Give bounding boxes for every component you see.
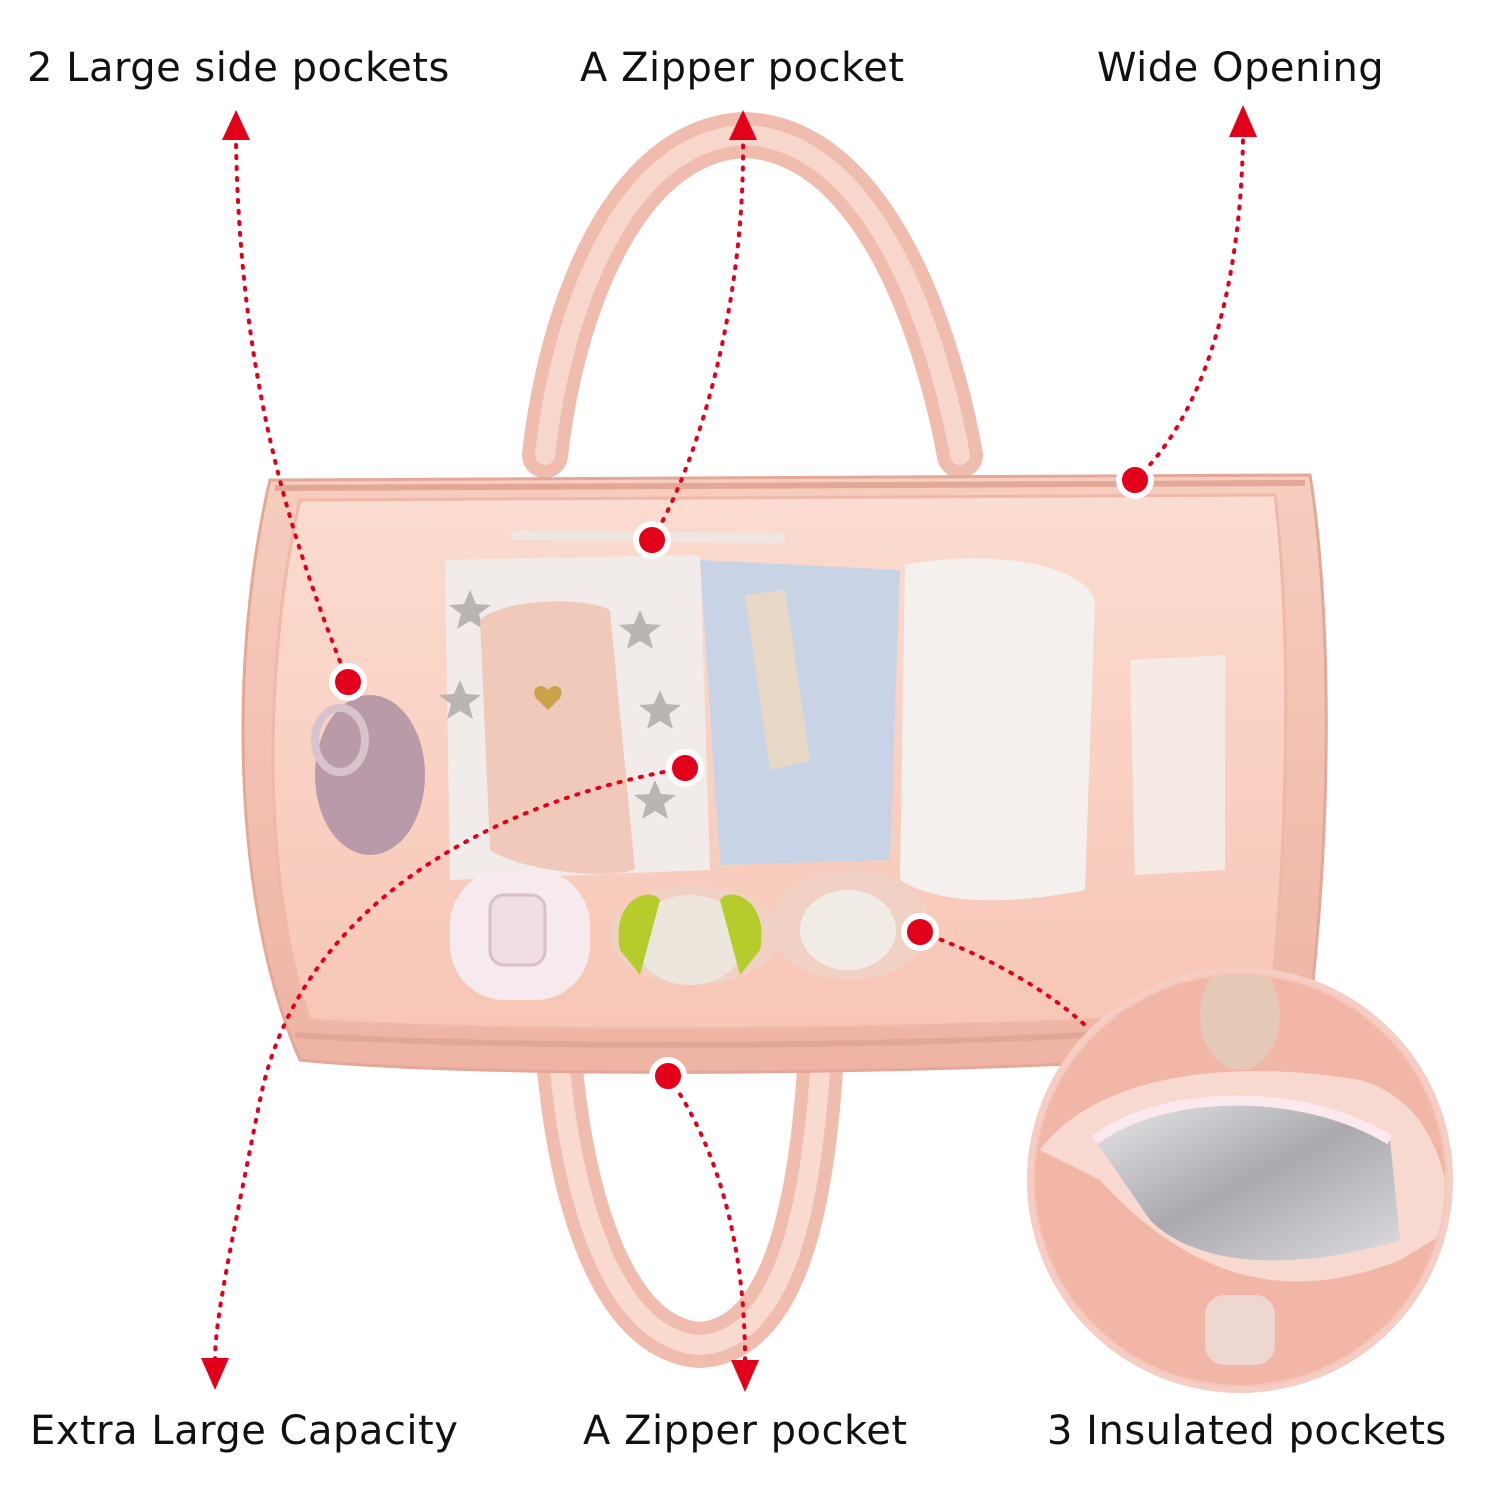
- arrow-up-icon: [1229, 105, 1257, 137]
- callout-label-capacity: Extra Large Capacity: [30, 1408, 459, 1454]
- arrow-up-icon: [222, 110, 250, 140]
- callout-line-capacity: [213, 766, 687, 1362]
- dot-markers: [329, 461, 1154, 1095]
- arrow-up-icon: [729, 110, 757, 140]
- bottles: [450, 870, 930, 1000]
- bottom-handle: [537, 1047, 843, 1369]
- callout-label-zipper-pocket-bottom: A Zipper pocket: [583, 1408, 908, 1454]
- marker-dot: [329, 663, 367, 701]
- arrow-down-icon: [731, 1360, 759, 1392]
- arrow-down-icon: [201, 1358, 229, 1390]
- callout-label-zipper-pocket-top: A Zipper pocket: [580, 45, 905, 91]
- callout-line-side-pockets: [234, 138, 350, 684]
- bag-contents: [311, 555, 1225, 1000]
- callout-label-wide-opening: Wide Opening: [1097, 45, 1385, 91]
- callout-label-side-pockets: 2 Large side pockets: [27, 45, 450, 91]
- callout-line-zipper-bottom: [666, 1074, 747, 1362]
- arrow-heads: [201, 105, 1257, 1392]
- callout-lines: [213, 138, 1245, 1362]
- marker-dot: [666, 749, 704, 787]
- callout-line-wide-opening: [1133, 138, 1245, 482]
- marker-dot: [633, 521, 671, 559]
- callout-label-insulated-pockets: 3 Insulated pockets: [1047, 1408, 1447, 1454]
- marker-dot: [649, 1057, 687, 1095]
- top-handle: [522, 111, 983, 478]
- marker-dot: [1116, 461, 1154, 499]
- insulated-pocket-zoom: [1027, 967, 1453, 1393]
- marker-dot: [901, 913, 939, 951]
